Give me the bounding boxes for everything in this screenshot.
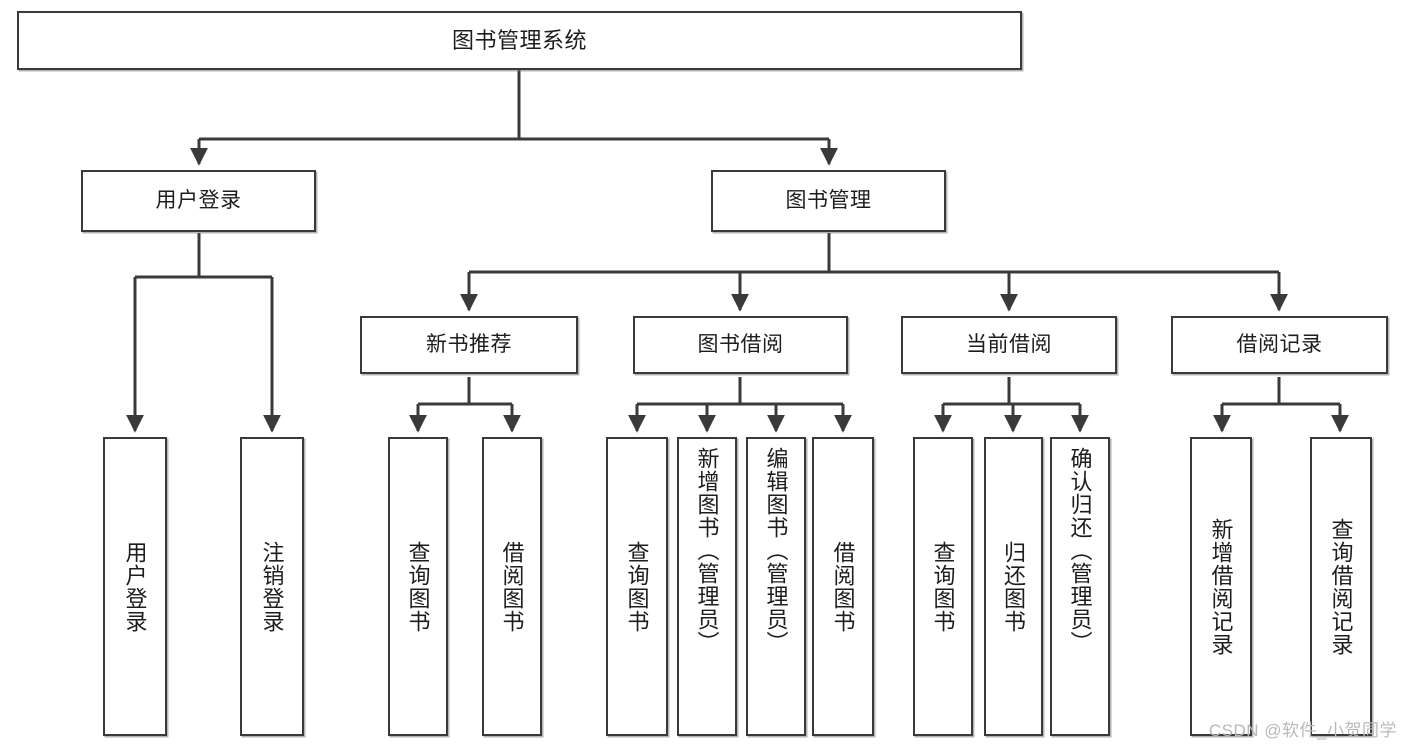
node-label: 查询借阅记录 <box>1328 517 1354 656</box>
watermark-csdn: CSDN @软件_小贺同学 <box>1208 721 1397 740</box>
leaf-cb-return-book[interactable]: 归还图书 <box>984 437 1043 736</box>
node-label: 用户登录 <box>155 188 242 212</box>
node-book-management[interactable]: 图书管理 <box>711 170 946 232</box>
leaf-bb-edit-book-admin[interactable]: 编辑图书（管理员） <box>746 437 806 736</box>
leaf-logout[interactable]: 注销登录 <box>240 437 304 736</box>
node-label: 查询图书 <box>405 540 431 633</box>
node-label: 新增图书（管理员） <box>694 447 720 654</box>
node-label: 借阅图书 <box>499 540 525 633</box>
node-label: 查询图书 <box>930 540 956 633</box>
leaf-bb-borrow-book[interactable]: 借阅图书 <box>812 437 874 736</box>
node-label: 当前借阅 <box>966 332 1052 356</box>
node-new-book-recommend[interactable]: 新书推荐 <box>360 316 578 374</box>
leaf-user-login[interactable]: 用户登录 <box>103 437 167 736</box>
node-label: 借阅图书 <box>830 540 856 633</box>
node-root-system[interactable]: 图书管理系统 <box>17 11 1022 70</box>
node-label: 图书管理系统 <box>451 27 587 53</box>
node-label: 图书借阅 <box>697 332 784 356</box>
node-label: 新增借阅记录 <box>1208 517 1234 656</box>
leaf-nb-query-book[interactable]: 查询图书 <box>388 437 448 736</box>
node-label: 注销登录 <box>259 540 285 633</box>
node-borrow-record[interactable]: 借阅记录 <box>1171 316 1388 374</box>
leaf-br-query-record[interactable]: 查询借阅记录 <box>1310 437 1372 736</box>
node-label: 借阅记录 <box>1236 332 1323 356</box>
leaf-cb-query-book[interactable]: 查询图书 <box>913 437 973 736</box>
leaf-cb-confirm-return-admin[interactable]: 确认归还（管理员） <box>1050 437 1110 736</box>
node-label: 新书推荐 <box>426 332 512 356</box>
node-label: 确认归还（管理员） <box>1067 447 1093 654</box>
node-label: 用户登录 <box>122 540 148 633</box>
node-user-login[interactable]: 用户登录 <box>81 170 316 232</box>
leaf-bb-add-book-admin[interactable]: 新增图书（管理员） <box>677 437 737 736</box>
node-label: 编辑图书（管理员） <box>763 447 789 654</box>
node-label: 图书管理 <box>785 188 872 212</box>
leaf-br-add-record[interactable]: 新增借阅记录 <box>1190 437 1252 736</box>
leaf-nb-borrow-book[interactable]: 借阅图书 <box>482 437 542 736</box>
leaf-bb-query-book[interactable]: 查询图书 <box>606 437 668 736</box>
node-current-borrow[interactable]: 当前借阅 <box>901 316 1117 374</box>
node-label: 归还图书 <box>1001 540 1027 633</box>
node-book-borrow[interactable]: 图书借阅 <box>633 316 848 374</box>
node-label: 查询图书 <box>624 540 650 633</box>
